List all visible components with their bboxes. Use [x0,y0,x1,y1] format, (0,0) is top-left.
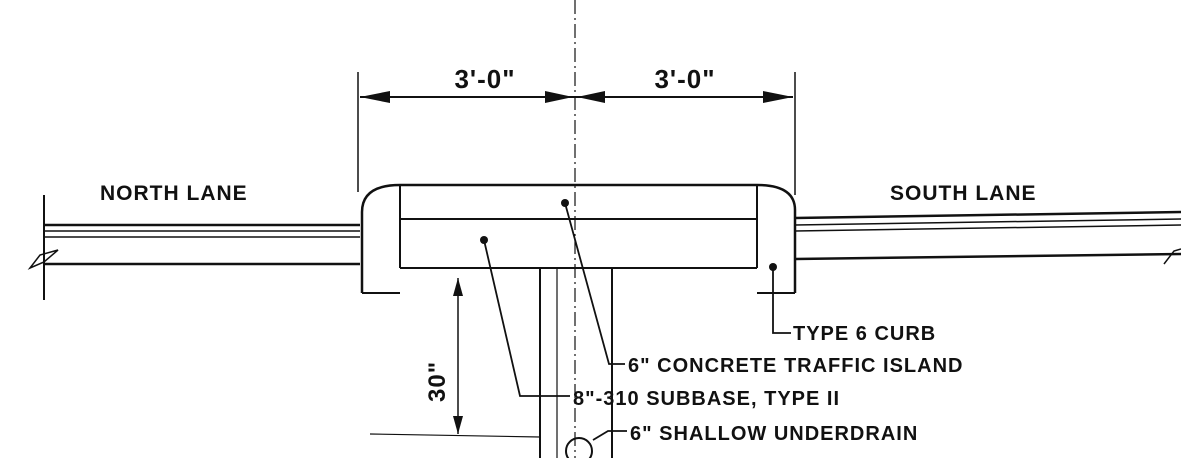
curb-callout: TYPE 6 CURB [793,323,936,345]
subbase-leader [483,239,570,397]
right-width-label: 3'-0" [654,64,715,94]
curb-pointer-dot [769,263,777,271]
underdrain-leader [592,430,627,441]
underdrain-pipe [565,437,593,458]
south-lane-pavement [794,210,1181,265]
left-width-label: 3'-0" [454,64,515,94]
dimension-arrow-center-right [577,91,605,103]
subbase-callout: 8"-310 SUBBASE, TYPE II [573,388,840,410]
dimension-arrow-center-left [545,91,573,103]
north-lane-label: NORTH LANE [100,182,248,205]
break-symbol-left [27,249,59,270]
break-symbol-right [1163,248,1181,265]
south-lane-label: SOUTH LANE [890,182,1037,205]
leader-lines [483,202,791,441]
underdrain-callout: 6" SHALLOW UNDERDRAIN [630,423,918,445]
dimension-arrow-left [360,91,390,103]
width-dimension [357,72,796,195]
dimension-arrow-right [763,91,793,103]
underdrain-trench [539,268,613,458]
depth-dimension [369,278,541,438]
traffic-island [360,183,797,294]
island-leader [564,202,625,365]
depth-label: 30" [424,361,451,402]
subbase-pointer-dot [480,236,488,244]
curb-leader [772,267,791,334]
island-callout: 6" CONCRETE TRAFFIC ISLAND [628,355,963,377]
island-pointer-dot [561,199,569,207]
north-lane-pavement [27,195,360,300]
